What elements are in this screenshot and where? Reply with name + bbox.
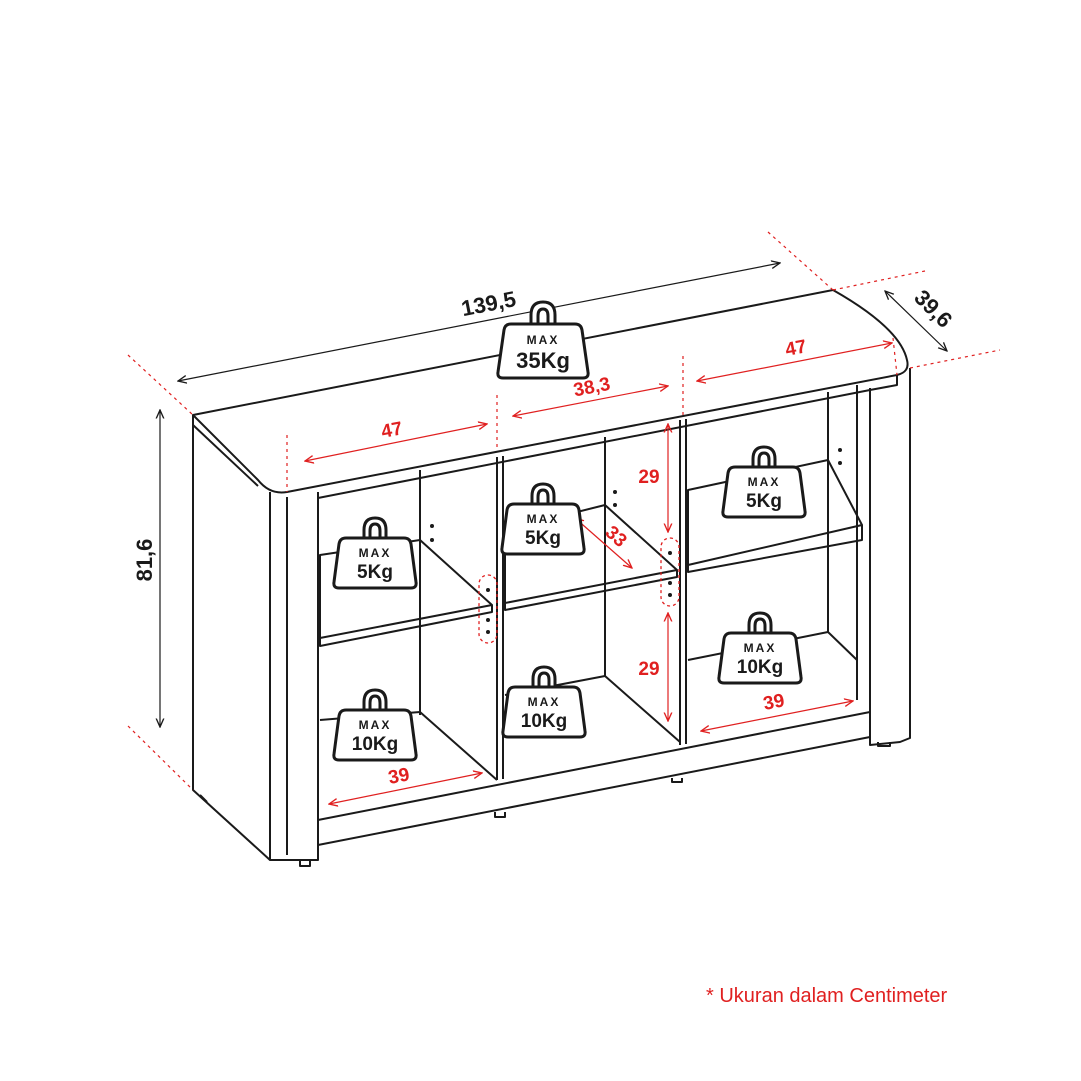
upper-height-label: 29	[638, 467, 659, 488]
weight-right-lower-max: MAX	[744, 641, 777, 655]
compartment-dimensions	[305, 343, 892, 804]
divider-right	[679, 419, 687, 745]
weight-icon-right-upper: MAX 5Kg	[721, 445, 807, 519]
weight-middle-upper-value: 5Kg	[525, 528, 561, 549]
weight-icon-right-lower: MAX 10Kg	[717, 611, 803, 685]
weight-right-upper-max: MAX	[748, 475, 781, 489]
weight-icon-middle-lower: MAX 10Kg	[501, 665, 587, 739]
weight-icon-left-upper: MAX 5Kg	[332, 516, 418, 590]
weight-left-lower-value: 10Kg	[352, 734, 398, 755]
weight-right-upper-value: 5Kg	[746, 491, 782, 512]
units-footnote: * Ukuran dalam Centimeter	[706, 985, 948, 1007]
weight-left-upper-value: 5Kg	[357, 562, 393, 583]
weight-middle-lower-value: 10Kg	[521, 711, 567, 732]
extension-lines	[127, 231, 1001, 791]
weight-icon-middle-upper: MAX 5Kg	[500, 482, 586, 556]
weight-top-value: 35Kg	[516, 348, 570, 373]
weight-top-max: MAX	[527, 333, 560, 347]
weight-middle-upper-max: MAX	[527, 512, 560, 526]
pin-detail-markers	[478, 537, 680, 644]
depth-label: 39,6	[909, 285, 957, 333]
lower-height-label: 29	[638, 659, 659, 680]
weight-left-lower-max: MAX	[359, 718, 392, 732]
weight-right-lower-value: 10Kg	[737, 657, 783, 678]
right-side-panel	[869, 368, 911, 746]
bottom-right-width-label: 39	[762, 690, 787, 715]
top-left-width-label: 47	[380, 418, 405, 443]
bottom-left-width-label: 39	[387, 764, 412, 789]
weight-icon-left-lower: MAX 10Kg	[332, 688, 418, 762]
height-label: 81,6	[132, 539, 157, 582]
overall-dimensions	[160, 263, 947, 727]
left-side-panel	[192, 425, 271, 861]
weight-left-upper-max: MAX	[359, 546, 392, 560]
top-right-width-label: 47	[784, 336, 809, 361]
weight-icon-top: MAX 35Kg	[496, 300, 590, 380]
weight-middle-lower-max: MAX	[528, 695, 561, 709]
